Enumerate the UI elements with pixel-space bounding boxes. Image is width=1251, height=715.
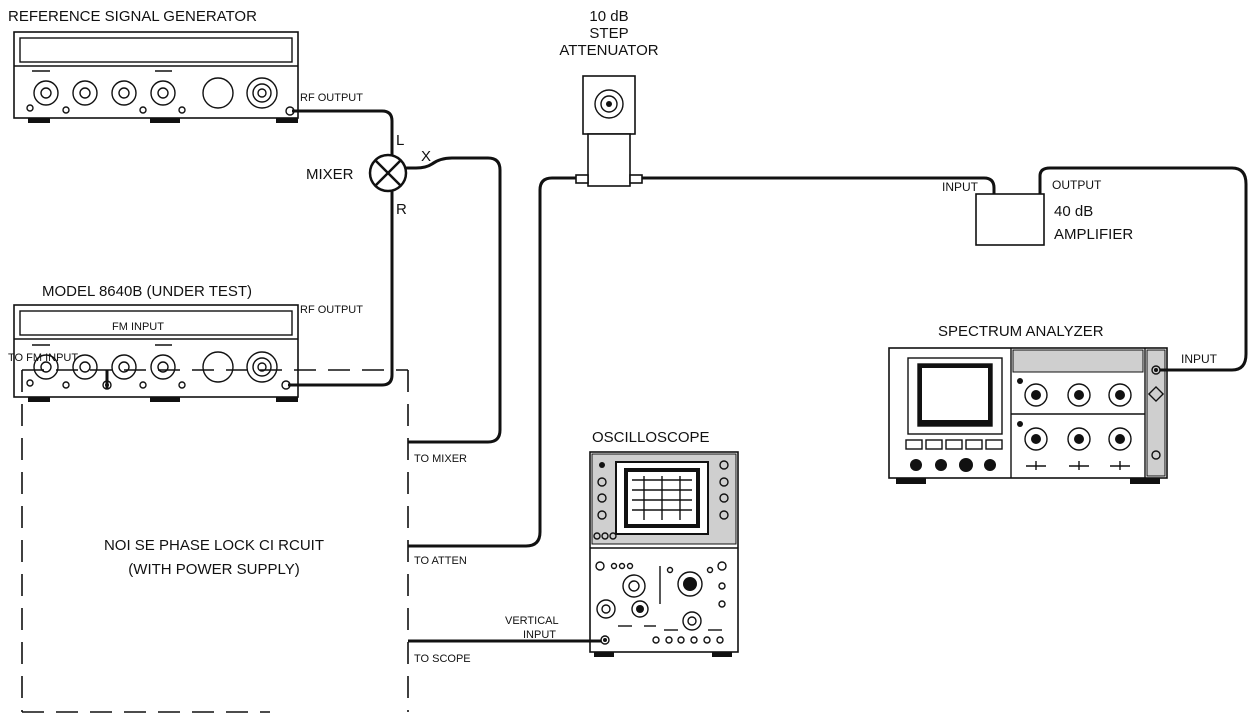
- model-8640b-under-test: MODEL 8640B (UNDER TEST) RF OUTPUT FM IN…: [13, 283, 363, 402]
- noise-phase-lock-circuit: NOI SE PHASE LOCK CI RCUIT (WITH POWER S…: [8, 352, 471, 713]
- cable-ref-to-mixer: [292, 109, 394, 155]
- amp-label-line1: 40 dB: [1054, 203, 1093, 220]
- mixer-label: MIXER: [306, 166, 354, 183]
- reference-signal-generator: REFERENCE SIGNAL GENERATOR RF OUTPUT: [8, 8, 363, 123]
- cable-mixer-to-circuit: [405, 156, 502, 444]
- cable-circuit-to-attenuator: [408, 176, 576, 548]
- cable-attenuator-to-amp: [642, 176, 996, 194]
- mixer: MIXER L R X: [306, 132, 431, 218]
- vertical-input-label-line1: VERTICAL: [505, 615, 559, 627]
- to-mixer-label: TO MIXER: [414, 453, 467, 465]
- reference-generator-label: REFERENCE SIGNAL GENERATOR: [8, 8, 257, 25]
- cable-amp-to-analyzer: [1038, 166, 1248, 372]
- mixer-port-r: R: [396, 201, 407, 218]
- amp-label-line2: AMPLIFIER: [1054, 226, 1133, 243]
- mixer-port-x: X: [421, 148, 431, 165]
- vertical-input-label-line2: INPUT: [523, 629, 556, 641]
- oscilloscope: OSCILLOSCOPE VERTICAL INPUT: [505, 429, 739, 657]
- attenuator-label-line1: 10 dB: [589, 8, 628, 25]
- attenuator-label-line3: ATTENUATOR: [559, 42, 658, 59]
- step-attenuator: 10 dB STEP ATTENUATOR: [559, 8, 659, 187]
- to-scope-label: TO SCOPE: [414, 653, 471, 665]
- amp-input-label: INPUT: [942, 180, 979, 194]
- to-atten-label: TO ATTEN: [414, 555, 467, 567]
- circuit-label-line1: NOI SE PHASE LOCK CI RCUIT: [104, 537, 324, 554]
- to-fm-input-label: TO FM INPUT: [8, 352, 78, 364]
- cable-model-to-mixer: [288, 191, 394, 387]
- oscilloscope-label: OSCILLOSCOPE: [592, 429, 710, 446]
- circuit-label-line2: (WITH POWER SUPPLY): [128, 561, 299, 578]
- mixer-port-l: L: [396, 132, 404, 149]
- model-under-test-label: MODEL 8640B (UNDER TEST): [42, 283, 252, 300]
- spectrum-analyzer-label: SPECTRUM ANALYZER: [938, 323, 1104, 340]
- spectrum-analyzer: SPECTRUM ANALYZER INPUT: [888, 323, 1218, 484]
- cables: [105, 109, 1248, 643]
- attenuator-label-line2: STEP: [589, 25, 628, 42]
- model-rf-output-label: RF OUTPUT: [300, 304, 363, 316]
- amplifier-40db: INPUT OUTPUT 40 dB AMPLIFIER: [942, 178, 1133, 246]
- amp-output-label: OUTPUT: [1052, 178, 1102, 192]
- sa-input-label: INPUT: [1181, 352, 1218, 366]
- ref-rf-output-label: RF OUTPUT: [300, 92, 363, 104]
- fm-input-label: FM INPUT: [112, 321, 164, 333]
